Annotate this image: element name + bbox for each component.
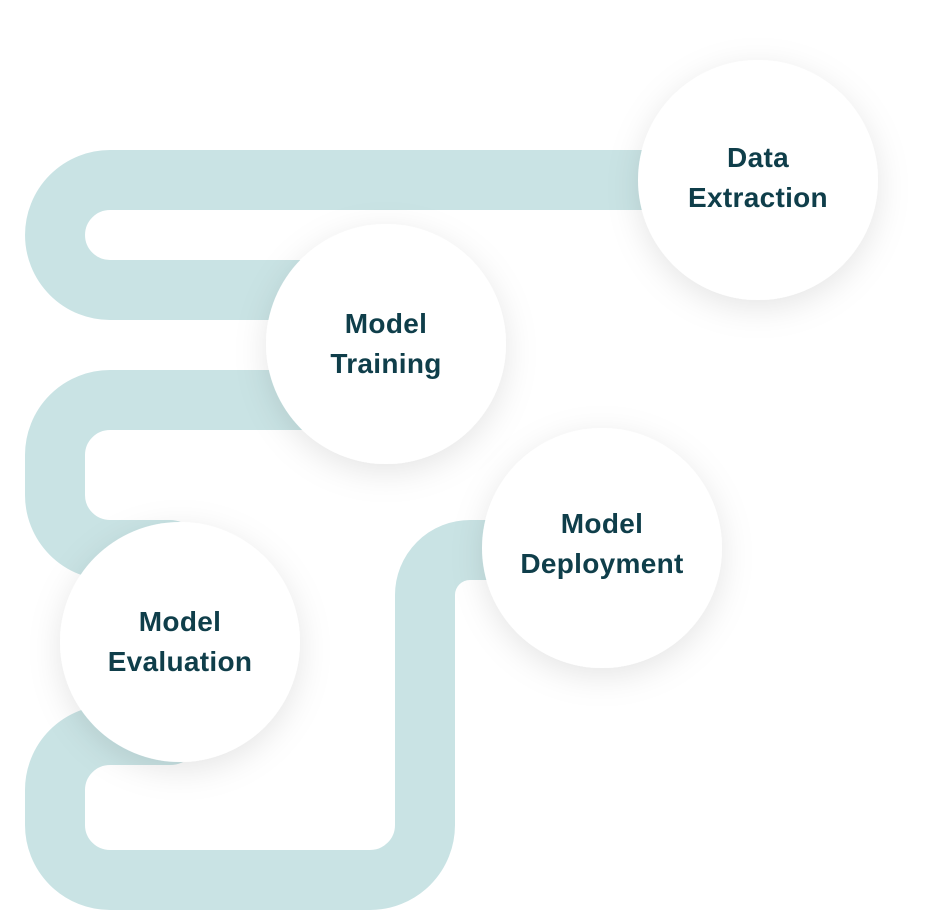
node-label: Model [561,508,643,539]
node-label: Extraction [688,182,828,213]
node-circle [266,224,506,464]
node-circle [60,522,300,762]
node-label-line1: Model [139,606,221,637]
node-data-extraction: Data Extraction [638,60,878,300]
node-label: Evaluation [108,646,253,677]
node-model-training: Model Training [266,224,506,464]
node-label-line1: Data [727,142,789,173]
node-label-line2: Extraction [688,182,828,213]
node-circle [482,428,722,668]
node-label: Model [345,308,427,339]
node-label: Model [139,606,221,637]
node-label-line2: Training [330,348,441,379]
node-label-line1: Model [561,508,643,539]
node-label: Training [330,348,441,379]
node-label: Data [727,142,789,173]
node-label-line2: Deployment [520,548,683,579]
node-model-evaluation: Model Evaluation [60,522,300,762]
node-label: Deployment [520,548,683,579]
node-label-line1: Model [345,308,427,339]
node-circle [638,60,878,300]
node-model-deployment: Model Deployment [482,428,722,668]
node-label-line2: Evaluation [108,646,253,677]
